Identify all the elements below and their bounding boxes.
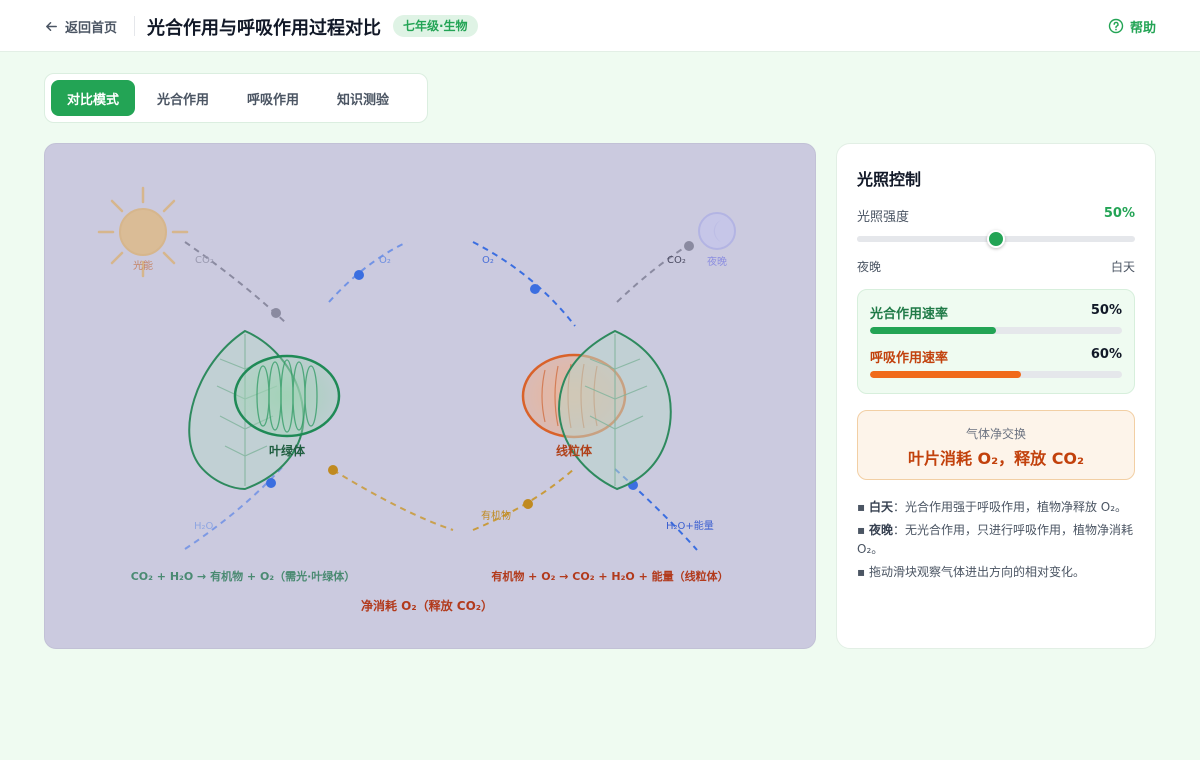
tab-photosynthesis[interactable]: 光合作用 [157,92,210,108]
organic-particle-left [328,465,338,475]
photosynthesis-rate-label: 光合作用速率 [870,307,949,322]
organic-label: 有机物 [481,509,511,522]
note-term: 夜晚 [868,523,893,537]
respiration-rate-value: 60% [1090,347,1122,362]
light-intensity-label: 光照强度 [857,210,910,225]
respiration-rate-row: 呼吸作用速率 60% [870,347,1122,378]
o2-label-left: O₂ [379,255,391,266]
note-text: ：光合作用强于呼吸作用，植物净释放 O₂。 [892,500,1128,514]
respiration-rate-label: 呼吸作用速率 [870,351,949,366]
note-day: ▪ 白天：光合作用强于呼吸作用，植物净释放 O₂。 [857,500,1128,514]
photosynthesis-rate-bar [870,327,1122,334]
light-control-panel: 光照控制 光照强度 50% 夜晚 白天 光合作用速率 50% 呼吸作用速率 60… [836,143,1156,649]
net-gas-exchange-box: 气体净交换 叶片消耗 O₂，释放 CO₂ [857,410,1135,480]
range-max-label: 白天 [1110,260,1135,274]
moon-label: 夜晚 [707,255,727,268]
arrow-left-icon [46,21,57,31]
photosynthesis-rate-row: 光合作用速率 50% [870,303,1122,334]
sun-icon [97,186,189,278]
light-intensity-slider[interactable] [857,230,1135,248]
note-term: 白天 [868,500,893,514]
back-home-label: 返回首页 [65,20,118,36]
co2-particle-left [271,308,281,318]
process-diagram: 光能 夜晚 CO₂ O₂ H₂O 有机物 O₂ CO₂ H₂O+能量 [44,143,816,649]
organic-particle-right [523,499,533,509]
mode-tabs: 对比模式 光合作用 呼吸作用 知识测验 [44,73,428,123]
organic-matter-flow-right [472,467,576,531]
co2-label-right: CO₂ [667,255,686,266]
tab-respiration[interactable]: 呼吸作用 [247,92,300,108]
co2-label-left: CO₂ [195,255,214,266]
leaf-right [557,329,672,491]
net-gas-exchange-label: 气体净交换 [965,427,1026,441]
tab-quiz[interactable]: 知识测验 [337,92,390,108]
co2-particle-right [684,241,694,251]
grade-badge: 七年级·生物 [393,15,478,37]
back-home-link[interactable]: 返回首页 [44,16,117,36]
range-min-label: 夜晚 [857,260,882,274]
h2o-energy-label: H₂O+能量 [666,519,714,532]
o2-out-flow-left [328,241,408,303]
chloroplast [233,354,341,438]
note-text: 拖动滑块观察气体进出方向的相对变化。 [868,565,1085,579]
help-button[interactable]: 帮助 [1108,16,1156,36]
note-hint: ▪ 拖动滑块观察气体进出方向的相对变化。 [857,565,1085,579]
help-label: 帮助 [1129,20,1156,36]
respiration-rate-bar [870,371,1122,378]
co2-in-flow-left [184,241,288,325]
photosynthesis-rate-value: 50% [1090,303,1122,318]
h2o-particle-left [266,478,276,488]
net-gas-exchange-value: 叶片消耗 O₂，释放 CO₂ [907,449,1085,468]
moon-icon [698,212,736,250]
h2o-label-left: H₂O [194,521,214,532]
note-text: ：无光合作用，只进行呼吸作用，植物净消耗 O₂。 [857,523,1133,556]
o2-in-flow-right [472,241,576,327]
light-intensity-value: 50% [1103,206,1135,221]
header-divider [134,16,135,36]
panel-title: 光照控制 [857,170,922,189]
photosynthesis-rate-fill [870,327,996,334]
o2-particle-left [354,270,364,280]
explanation-notes: ▪ 白天：光合作用强于呼吸作用，植物净释放 O₂。 ▪ 夜晚：无光合作用，只进行… [857,498,1139,586]
help-circle-icon [1108,18,1124,34]
co2-out-flow-right [616,243,691,303]
chloroplast-label: 叶绿体 [269,443,306,458]
h2o-in-flow-left [184,463,286,550]
sun-label: 光能 [133,259,153,272]
top-bar: 返回首页 光合作用与呼吸作用过程对比 七年级·生物 帮助 [0,0,1200,52]
respiration-rate-fill [870,371,1022,378]
respiration-equation: 有机物 + O₂ → CO₂ + H₂O + 能量（线粒体） [491,569,728,583]
rates-box: 光合作用速率 50% 呼吸作用速率 60% [857,289,1135,394]
photosynthesis-equation: CO₂ + H₂O → 有机物 + O₂（需光·叶绿体） [131,569,356,583]
slider-thumb[interactable] [987,230,1005,248]
organic-matter-flow [332,469,454,531]
o2-particle-right [530,284,540,294]
net-result-text: 净消耗 O₂（释放 CO₂） [361,598,493,613]
tab-compare[interactable]: 对比模式 [51,80,136,116]
o2-label-right: O₂ [482,255,494,266]
note-night: ▪ 夜晚：无光合作用，只进行呼吸作用，植物净消耗 O₂。 [857,523,1133,556]
slider-fill [857,236,996,242]
page-title: 光合作用与呼吸作用过程对比 [147,18,381,39]
mitochondria-label: 线粒体 [556,443,593,458]
